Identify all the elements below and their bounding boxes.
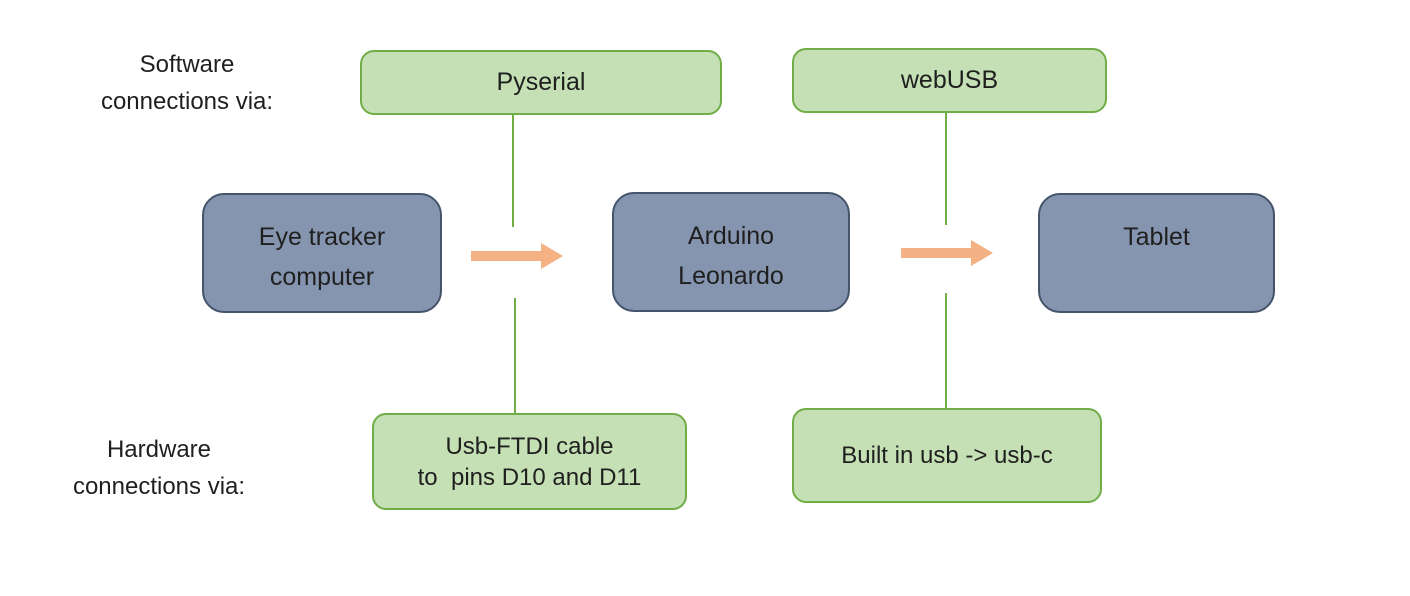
ftdi-label: Usb-FTDI cable to pins D10 and D11	[418, 431, 642, 493]
connector-pyserial-to-flow	[512, 115, 514, 227]
hardware-connections-label: Hardware connections via:	[30, 431, 288, 505]
webusb-label: webUSB	[900, 66, 999, 94]
arduino-line1: Arduino	[687, 222, 775, 250]
right-arrow-icon	[471, 242, 563, 270]
software-box-webusb: webUSB	[792, 48, 1107, 113]
ftdi-line2: to pins D10 and D11	[417, 463, 642, 491]
connector-webusb-to-flow	[945, 113, 947, 225]
connector-flow-to-builtin-usb	[945, 293, 947, 408]
software-box-pyserial: Pyserial	[360, 50, 722, 115]
arduino-line2: Leonardo	[678, 262, 784, 290]
eye-tracker-line1: Eye tracker	[258, 223, 386, 251]
device-box-tablet: Tablet	[1038, 193, 1275, 313]
software-connections-label-line2: connections via:	[100, 88, 274, 115]
tablet-label: Tablet	[1123, 223, 1190, 251]
right-arrow-icon	[901, 239, 993, 267]
hardware-connections-label-line1: Hardware	[106, 436, 212, 463]
ftdi-line1: Usb-FTDI cable	[445, 432, 614, 460]
software-connections-label: Software connections via:	[58, 46, 316, 120]
hardware-box-ftdi: Usb-FTDI cable to pins D10 and D11	[372, 413, 687, 510]
hardware-box-builtin-usb: Built in usb -> usb-c	[792, 408, 1102, 503]
device-box-arduino-leonardo: Arduino Leonardo	[612, 192, 850, 312]
builtin-usb-label: Built in usb -> usb-c	[841, 442, 1053, 469]
connector-flow-to-ftdi	[514, 298, 516, 413]
hardware-connections-label-line2: connections via:	[72, 473, 246, 500]
software-connections-label-line1: Software	[139, 51, 235, 78]
pyserial-label: Pyserial	[496, 68, 586, 96]
eye-tracker-line2: computer	[269, 263, 375, 291]
device-box-eye-tracker-computer: Eye tracker computer	[202, 193, 442, 313]
